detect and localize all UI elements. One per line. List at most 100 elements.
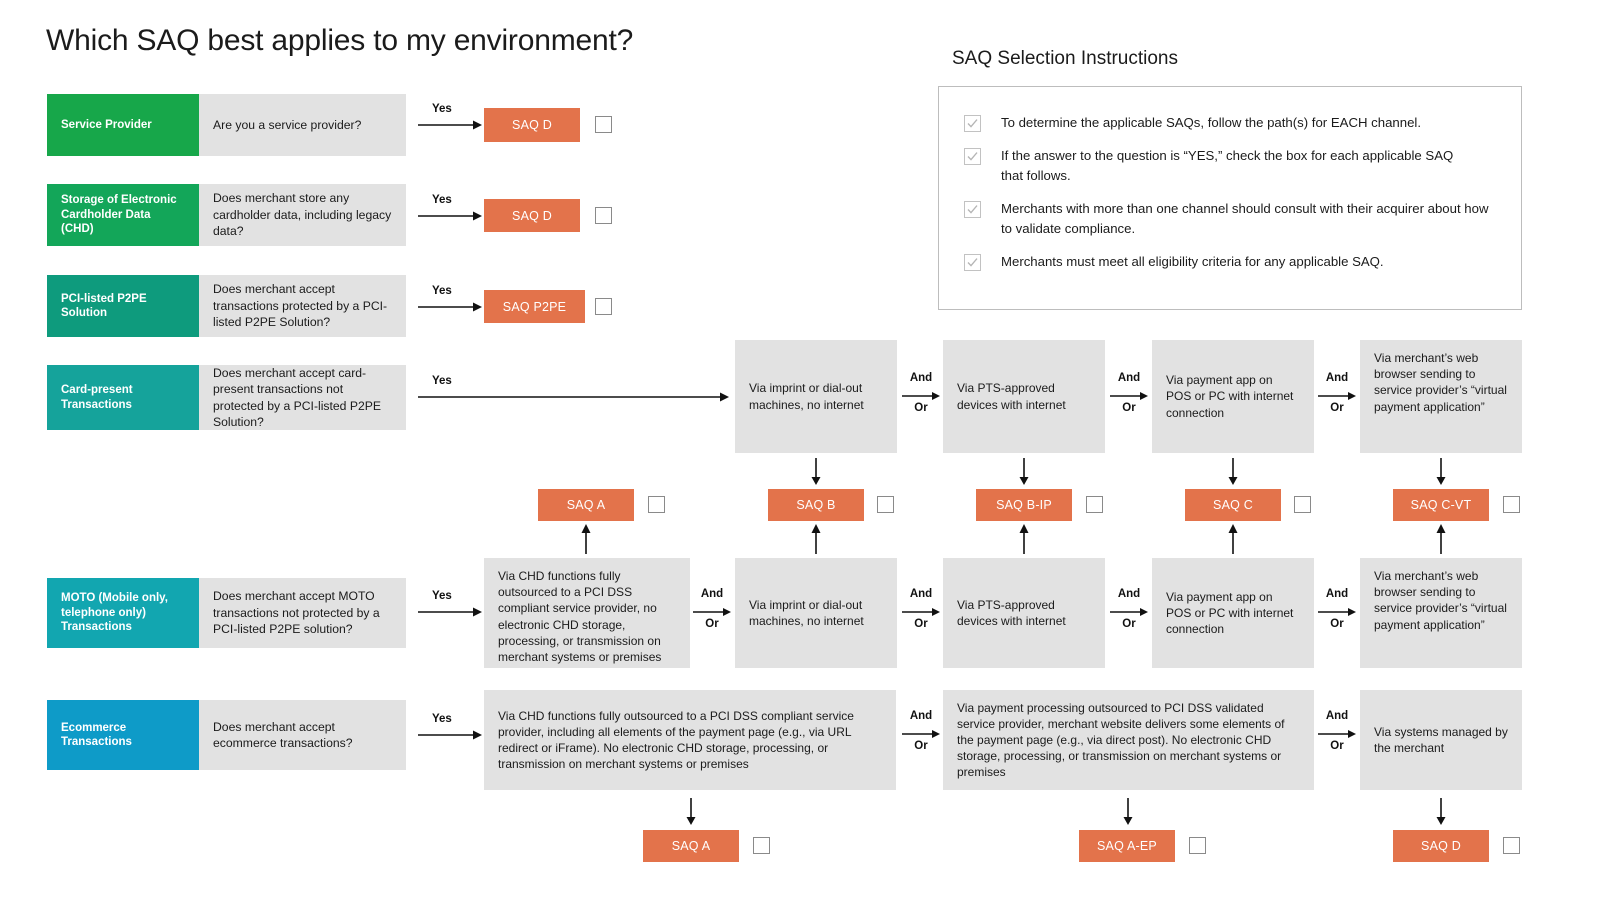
saq-result-a-ep[interactable]: SAQ A-EP: [1079, 830, 1175, 862]
and-or-connector: And: [901, 372, 941, 385]
or-label: Or: [1330, 402, 1344, 414]
path-text: Via payment processing outsourced to PCI…: [957, 700, 1285, 780]
arrow-down-icon: [811, 458, 821, 485]
arrow-up-icon: [581, 524, 591, 554]
yes-label: Yes: [432, 194, 452, 206]
channel-question-ecommerce: Does merchant accept ecommerce transacti…: [199, 700, 406, 770]
arrow-down-icon: [1019, 458, 1029, 485]
path-text: Via merchant’s web browser sending to se…: [1374, 569, 1507, 632]
list-item: To determine the applicable SAQs, follow…: [964, 113, 1503, 133]
card-present-path-box-1: Via imprint or dial-out machines, no int…: [735, 340, 897, 453]
saq-result-c-vt[interactable]: SAQ C-VT: [1393, 489, 1489, 521]
saq-label: SAQ A: [671, 839, 711, 853]
arrow-up-icon: [1019, 524, 1029, 554]
arrow-right-icon: [1110, 608, 1148, 616]
arrow-right-icon: [1318, 392, 1356, 400]
channel-tag-chd-storage: Storage of Electronic Cardholder Data (C…: [47, 184, 199, 246]
checkmark-icon[interactable]: [964, 148, 981, 165]
saq-checkbox-d-1[interactable]: [595, 116, 612, 133]
channel-question-moto: Does merchant accept MOTO transactions n…: [199, 578, 406, 648]
and-or-connector: Or: [901, 618, 941, 631]
instruction-text: Merchants with more than one channel sho…: [1001, 201, 1489, 236]
moto-path-box-5: Via merchant’s web browser sending to se…: [1360, 558, 1522, 668]
or-label: Or: [1330, 740, 1344, 752]
saq-checkbox-a-bottom[interactable]: [753, 837, 770, 854]
saq-label: SAQ P2PE: [502, 299, 567, 314]
arrow-right-icon: [902, 608, 940, 616]
saq-label: SAQ B: [796, 498, 836, 512]
arrow-down-icon: [686, 798, 696, 825]
or-label: Or: [1122, 402, 1136, 414]
channel-tag-card-present: Card-present Transactions: [47, 365, 199, 430]
channel-tag-p2pe: PCI-listed P2PE Solution: [47, 275, 199, 337]
channel-question-label: Does merchant accept ecommerce transacti…: [213, 719, 353, 751]
saq-checkbox-b-ip[interactable]: [1086, 496, 1103, 513]
instruction-text: Merchants must meet all eligibility crit…: [1001, 254, 1384, 269]
and-or-connector: And: [1317, 372, 1357, 385]
arrow-right-icon: [418, 211, 482, 221]
saq-checkbox-p2pe[interactable]: [595, 298, 612, 315]
instruction-text: To determine the applicable SAQs, follow…: [1001, 115, 1422, 130]
saq-checkbox-a-ep[interactable]: [1189, 837, 1206, 854]
saq-result-b-ip[interactable]: SAQ B-IP: [976, 489, 1072, 521]
and-or-connector: And: [1109, 588, 1149, 601]
channel-tag-label: Service Provider: [61, 118, 152, 131]
saq-result-d-2[interactable]: SAQ D: [484, 199, 580, 232]
and-or-connector: Or: [692, 618, 732, 631]
moto-path-box-1: Via CHD functions fully outsourced to a …: [484, 558, 690, 668]
checkmark-icon[interactable]: [964, 254, 981, 271]
saq-checkbox-d-2[interactable]: [595, 207, 612, 224]
saq-label: SAQ D: [512, 208, 552, 223]
card-present-path-box-3: Via payment app on POS or PC with intern…: [1152, 340, 1314, 453]
channel-tag-ecommerce: Ecommerce Transactions: [47, 700, 199, 770]
arrow-right-icon: [1318, 608, 1356, 616]
arrow-right-icon: [418, 302, 482, 312]
arrow-right-icon: [1110, 392, 1148, 400]
saq-checkbox-a-middle[interactable]: [648, 496, 665, 513]
saq-result-c[interactable]: SAQ C: [1185, 489, 1281, 521]
saq-selection-instructions-panel: To determine the applicable SAQs, follow…: [938, 86, 1522, 310]
arrow-down-icon: [1436, 458, 1446, 485]
path-text: Via PTS-approved devices with internet: [957, 597, 1066, 628]
saq-checkbox-c[interactable]: [1294, 496, 1311, 513]
arrow-right-icon: [418, 120, 482, 130]
saq-checkbox-b[interactable]: [877, 496, 894, 513]
channel-question-service-provider: Are you a service provider?: [199, 94, 406, 156]
checkmark-icon[interactable]: [964, 201, 981, 218]
yes-label: Yes: [432, 103, 452, 115]
channel-question-label: Does merchant accept transactions protec…: [213, 282, 388, 330]
saq-result-a-bottom[interactable]: SAQ A: [643, 830, 739, 862]
path-text: Via imprint or dial-out machines, no int…: [749, 381, 864, 412]
saq-result-b[interactable]: SAQ B: [768, 489, 864, 521]
and-or-connector: And: [1317, 588, 1357, 601]
instructions-panel-title: SAQ Selection Instructions: [952, 48, 1178, 69]
saq-result-a-middle[interactable]: SAQ A: [538, 489, 634, 521]
and-label: And: [1325, 372, 1349, 384]
card-present-path-box-2: Via PTS-approved devices with internet: [943, 340, 1105, 453]
yes-label: Yes: [432, 285, 452, 297]
path-text: Via CHD functions fully outsourced to a …: [498, 708, 854, 772]
saq-label: SAQ C-VT: [1410, 498, 1472, 512]
and-or-connector: And: [901, 588, 941, 601]
saq-result-p2pe[interactable]: SAQ P2PE: [484, 290, 585, 323]
saq-checkbox-c-vt[interactable]: [1503, 496, 1520, 513]
saq-result-d-1[interactable]: SAQ D: [484, 108, 580, 142]
and-label: And: [909, 710, 933, 722]
and-or-connector: And: [901, 710, 941, 723]
arrow-down-icon: [1228, 458, 1238, 485]
and-label: And: [1325, 710, 1349, 722]
saq-result-d-bottom[interactable]: SAQ D: [1393, 830, 1489, 862]
channel-question-p2pe: Does merchant accept transactions protec…: [199, 275, 406, 337]
channel-question-label: Does merchant store any cardholder data,…: [213, 191, 392, 239]
path-text: Via systems managed by the merchant: [1374, 724, 1508, 755]
arrow-right-icon: [902, 730, 940, 738]
arrow-down-icon: [1123, 798, 1133, 825]
saq-label: SAQ D: [1421, 839, 1461, 853]
arrow-up-icon: [1228, 524, 1238, 554]
checkmark-icon[interactable]: [964, 115, 981, 132]
saq-checkbox-d-bottom[interactable]: [1503, 837, 1520, 854]
saq-label: SAQ C: [1213, 498, 1253, 512]
ecommerce-path-box-2: Via payment processing outsourced to PCI…: [943, 690, 1314, 790]
and-label: And: [909, 372, 933, 384]
moto-path-box-4: Via payment app on POS or PC with intern…: [1152, 558, 1314, 668]
